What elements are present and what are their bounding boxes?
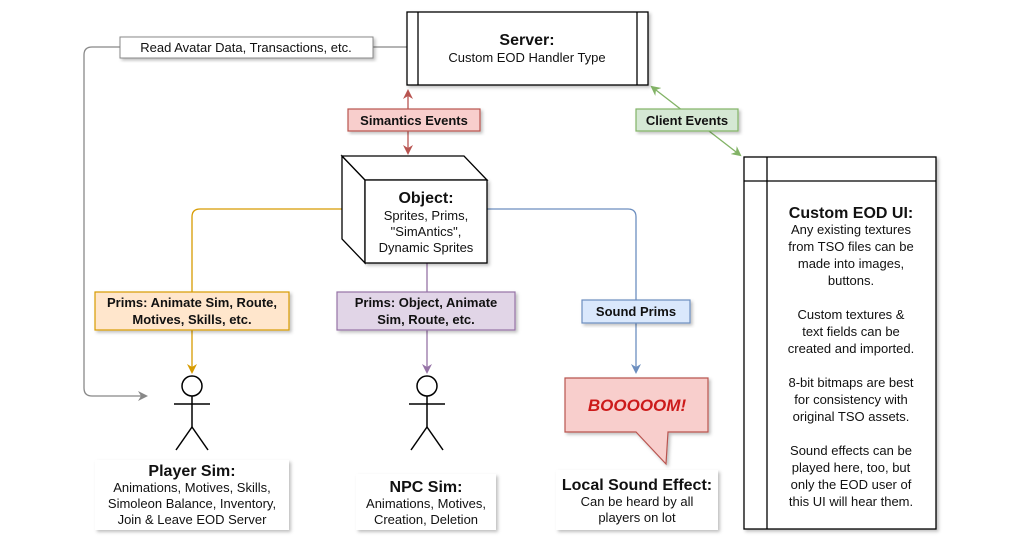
prims-player-line: Motives, Skills, etc. xyxy=(132,312,251,327)
custom-ui-line: buttons. xyxy=(828,273,874,288)
server-title: Server: xyxy=(499,32,554,49)
boom-text: BOOOOOM! xyxy=(588,396,687,415)
simantics-events-label: Simantics Events xyxy=(360,113,468,128)
custom-ui-line: text fields can be xyxy=(802,324,900,339)
prims-npc-line: Sim, Route, etc. xyxy=(377,312,475,327)
custom-ui-line: 8-bit bitmaps are best xyxy=(788,375,913,390)
object-line: Dynamic Sprites xyxy=(379,240,474,255)
custom-ui-line: Custom textures & xyxy=(798,307,905,322)
player-sim-line: Join & Leave EOD Server xyxy=(118,512,268,527)
custom-ui-line: this UI will hear them. xyxy=(789,494,913,509)
client-events-label: Client Events xyxy=(646,113,728,128)
server-subtitle: Custom EOD Handler Type xyxy=(448,50,605,65)
custom-ui-line: made into images, xyxy=(798,256,904,271)
read-data-connector xyxy=(83,46,407,401)
local-sound-line: players on lot xyxy=(598,510,676,525)
object-line: Sprites, Prims, xyxy=(384,208,469,223)
client-events-badge: Client Events xyxy=(635,108,739,132)
simantics-events-badge: Simantics Events xyxy=(347,108,481,132)
boom-speech-bubble: BOOOOOM! xyxy=(564,377,709,466)
custom-ui-line: from TSO files can be xyxy=(788,239,913,254)
player-sim-figure xyxy=(174,375,210,451)
local-sound-title: Local Sound Effect: xyxy=(562,477,712,494)
custom-ui-description: Any existing textures from TSO files can … xyxy=(788,222,914,509)
prims-npc-line: Prims: Object, Animate xyxy=(355,295,498,310)
read-data-label-box: Read Avatar Data, Transactions, etc. xyxy=(119,36,374,59)
custom-ui-line: created and imported. xyxy=(788,341,914,356)
custom-ui-line: Sound effects can be xyxy=(790,443,912,458)
player-sim-description: Player Sim: Animations, Motives, Skills,… xyxy=(95,460,289,530)
sound-prims-label: Sound Prims xyxy=(596,304,676,319)
custom-ui-title: Custom EOD UI: xyxy=(789,205,913,222)
custom-ui-line: only the EOD user of xyxy=(791,477,912,492)
custom-eod-ui-box: Custom EOD UI: Any existing textures from… xyxy=(743,156,937,530)
local-sound-line: Can be heard by all xyxy=(581,494,694,509)
custom-ui-line: original TSO assets. xyxy=(793,409,910,424)
object-line: "SimAntics", xyxy=(391,224,462,239)
npc-sim-title: NPC Sim: xyxy=(390,479,463,496)
prims-player-badge: Prims: Animate Sim, Route, Motives, Skil… xyxy=(94,291,290,331)
local-sound-description: Local Sound Effect: Can be heard by all … xyxy=(556,470,718,530)
prims-npc-badge: Prims: Object, Animate Sim, Route, etc. xyxy=(336,291,516,331)
player-sim-line: Simoleon Balance, Inventory, xyxy=(108,496,276,511)
npc-sim-figure xyxy=(409,375,445,451)
player-sim-line: Animations, Motives, Skills, xyxy=(113,480,271,495)
object-title: Object: xyxy=(398,190,453,207)
prims-player-line: Prims: Animate Sim, Route, xyxy=(107,295,277,310)
custom-ui-line: for consistency with xyxy=(794,392,907,407)
player-sim-title: Player Sim: xyxy=(148,463,235,480)
sound-prims-badge: Sound Prims xyxy=(581,299,691,324)
object-to-sound-connector xyxy=(487,208,641,374)
read-data-label: Read Avatar Data, Transactions, etc. xyxy=(140,40,352,55)
custom-ui-line: played here, too, but xyxy=(792,460,911,475)
npc-sim-description: NPC Sim: Animations, Motives, Creation, … xyxy=(356,474,496,530)
object-cube: Object: Sprites, Prims, "SimAntics", Dyn… xyxy=(340,154,489,265)
npc-sim-line: Creation, Deletion xyxy=(374,512,478,527)
object-to-player-connector xyxy=(187,208,342,374)
custom-ui-line: Any existing textures xyxy=(791,222,911,237)
server-box: Server: Custom EOD Handler Type xyxy=(406,11,649,86)
npc-sim-line: Animations, Motives, xyxy=(366,496,486,511)
